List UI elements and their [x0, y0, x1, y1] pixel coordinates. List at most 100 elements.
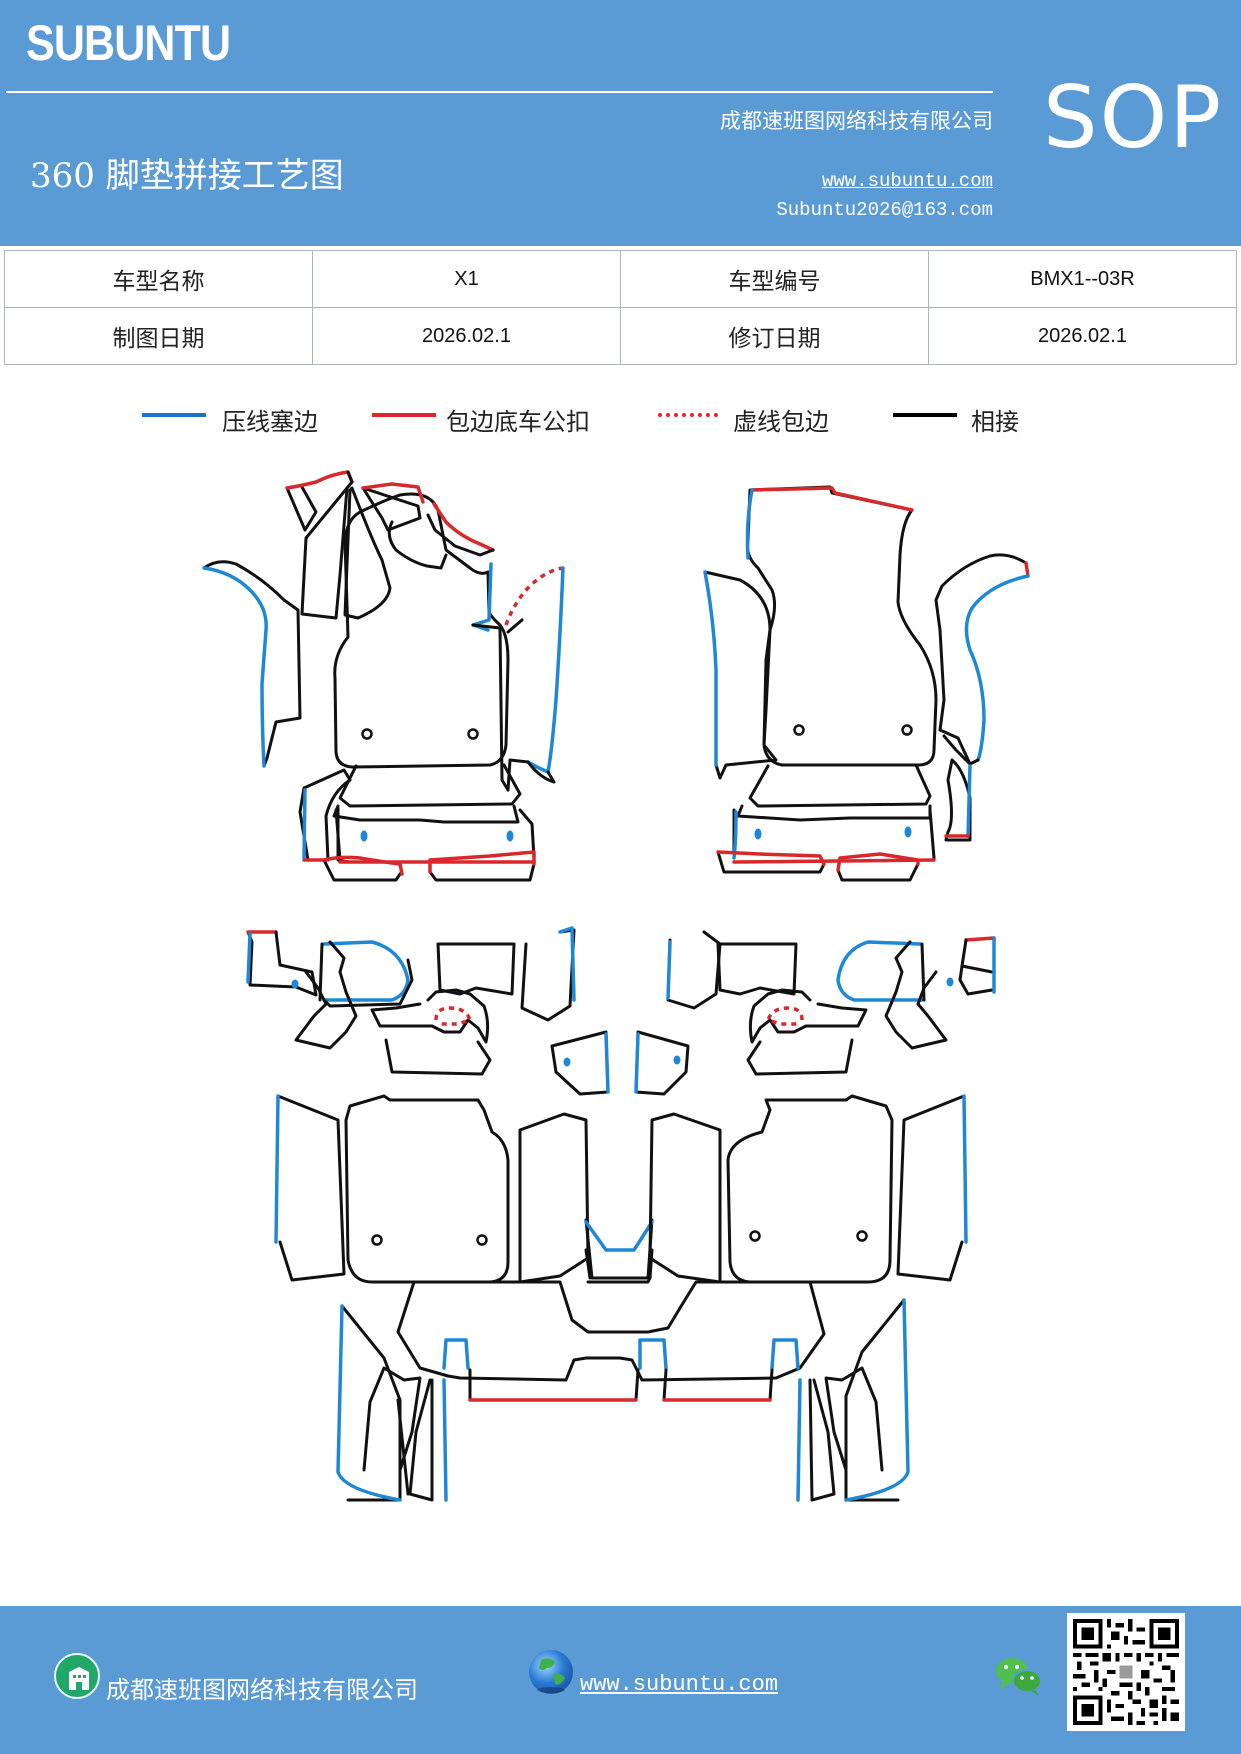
blue-clip-hole	[563, 1057, 571, 1067]
legend-swatch-black	[893, 413, 957, 417]
globe-icon	[529, 1650, 573, 1694]
legend-swatch-red-dotted	[658, 413, 718, 417]
rear-left-main-mat	[344, 1094, 510, 1284]
rear-right-outer-mat	[896, 1094, 966, 1282]
front-left-pillar-piece	[343, 486, 392, 620]
rear-left-outer-mat	[276, 1094, 346, 1282]
header-divider	[6, 91, 993, 93]
rear-left-side-piece	[520, 928, 576, 1022]
page-footer: 成都速班图网络科技有限公司 www.subuntu.com	[0, 1606, 1241, 1754]
legend-label: 相接	[971, 408, 1019, 436]
page-header: SUBUNTU 成都速班图网络科技有限公司 360 脚垫拼接工艺图 www.su…	[0, 0, 1241, 246]
front-left-heel-pad	[338, 763, 522, 808]
rear-bottom-left-strip	[468, 1368, 640, 1402]
blue-clip-hole	[291, 979, 299, 989]
website-link[interactable]: www.subuntu.com	[821, 170, 993, 192]
mounting-hole	[371, 1234, 383, 1246]
qr-code-graphic	[1073, 1619, 1179, 1725]
front-left-mat-group	[202, 470, 565, 864]
model-code-label: 车型编号	[620, 250, 929, 308]
model-code-value: BMX1--03R	[928, 250, 1237, 308]
front-right-inner-strip	[703, 570, 778, 780]
front-right-heel-pad	[748, 763, 932, 808]
building-icon	[54, 1653, 100, 1699]
table-row: 制图日期 2026.02.1 修订日期 2026.02.1	[4, 307, 1237, 365]
revision-date-label: 修订日期	[620, 307, 929, 365]
rear-bottom-left-inner-piece	[362, 1366, 422, 1472]
rear-left-blue-bracket	[322, 940, 410, 1002]
mounting-hole	[476, 1234, 488, 1246]
rear-left-tunnel-side	[518, 1112, 590, 1284]
rear-top-tab-left	[322, 858, 402, 882]
sop-badge: SOP	[1043, 68, 1224, 168]
floor-mat-drawing	[202, 470, 1030, 1502]
mounting-hole	[901, 724, 913, 736]
rear-mat-group	[246, 850, 996, 1502]
rear-far-left-strip	[246, 930, 318, 997]
qr-code	[1067, 1613, 1185, 1731]
mounting-hole	[856, 1230, 868, 1242]
front-right-heel-tab	[944, 758, 972, 842]
rear-right-blue-bracket	[836, 940, 924, 1002]
model-name-label: 车型名称	[4, 250, 313, 308]
rear-right-center-hump	[748, 988, 868, 1044]
front-left-footrest	[518, 808, 536, 860]
contact-email[interactable]: Subuntu2026@163.com	[776, 199, 993, 221]
rear-left-wedge	[294, 940, 358, 1050]
brand-logo: SUBUNTU	[26, 15, 231, 71]
rear-bottom-left-outer-curve	[340, 1304, 402, 1502]
rear-right-wedge	[884, 940, 948, 1050]
rear-bottom-right-outer-curve	[844, 1298, 906, 1502]
blue-clip-hole	[754, 828, 762, 840]
footer-website-link[interactable]: www.subuntu.com	[580, 1672, 779, 1697]
legend-label: 虚线包边	[733, 408, 829, 436]
table-row: 车型名称 X1 车型编号 BMX1--03R	[4, 250, 1237, 308]
wechat-icon[interactable]	[994, 1654, 1044, 1698]
company-name: 成都速班图网络科技有限公司	[720, 109, 993, 133]
floor-mat-diagram	[0, 460, 1241, 1520]
rear-bottom-right-strip	[662, 1368, 774, 1402]
rear-far-right-strip	[958, 964, 994, 996]
legend-label: 包边底车公扣	[446, 408, 590, 436]
front-left-tab-piece	[300, 470, 354, 620]
front-left-heel-tab	[298, 768, 352, 862]
rear-bottom-cross-piece	[396, 1280, 826, 1382]
front-left-outer-strip	[202, 560, 302, 768]
model-name-value: X1	[312, 250, 621, 308]
front-right-outer-strip	[934, 553, 1028, 766]
rear-right-console-piece	[746, 1038, 854, 1076]
mounting-hole	[749, 1230, 761, 1242]
mounting-hole	[361, 728, 373, 740]
rear-center-right-wedge	[634, 1030, 690, 1096]
vehicle-info-table: 车型名称 X1 车型编号 BMX1--03R 制图日期 2026.02.1 修订…	[4, 250, 1237, 365]
blue-clip-hole	[946, 977, 954, 987]
drawing-date-label: 制图日期	[4, 307, 313, 365]
footer-company-name: 成都速班图网络科技有限公司	[106, 1676, 418, 1704]
mounting-hole	[467, 728, 479, 740]
blue-clip-hole	[506, 830, 514, 842]
rear-right-side-piece	[666, 930, 722, 1010]
rear-top-tab-right	[716, 850, 826, 874]
legend-swatch-blue	[142, 413, 206, 417]
rear-right-tunnel-side	[648, 1112, 722, 1284]
rear-left-center-hump	[370, 988, 490, 1044]
legend-swatch-red	[372, 413, 436, 417]
document-title: 360 脚垫拼接工艺图	[30, 156, 344, 196]
front-left-main-mat	[333, 492, 510, 769]
blue-clip-hole	[673, 1055, 681, 1065]
front-right-mat-group	[703, 485, 1030, 864]
rear-left-tunnel-piece	[436, 942, 516, 996]
mounting-hole	[793, 724, 805, 736]
revision-date-value: 2026.02.1	[928, 307, 1237, 365]
rear-bottom-right-inner-piece	[824, 1366, 884, 1472]
rear-right-tunnel-piece	[716, 942, 798, 996]
blue-clip-hole	[904, 826, 912, 838]
drawing-date-value: 2026.02.1	[312, 307, 621, 365]
blue-clip-hole	[360, 830, 368, 842]
rear-center-left-wedge	[550, 1030, 610, 1096]
front-right-main-mat	[746, 485, 938, 767]
front-left-side-strip	[506, 758, 556, 792]
rear-left-console-piece	[384, 1038, 492, 1076]
legend-label: 压线塞边	[222, 408, 318, 436]
rear-right-main-mat	[726, 1094, 894, 1284]
